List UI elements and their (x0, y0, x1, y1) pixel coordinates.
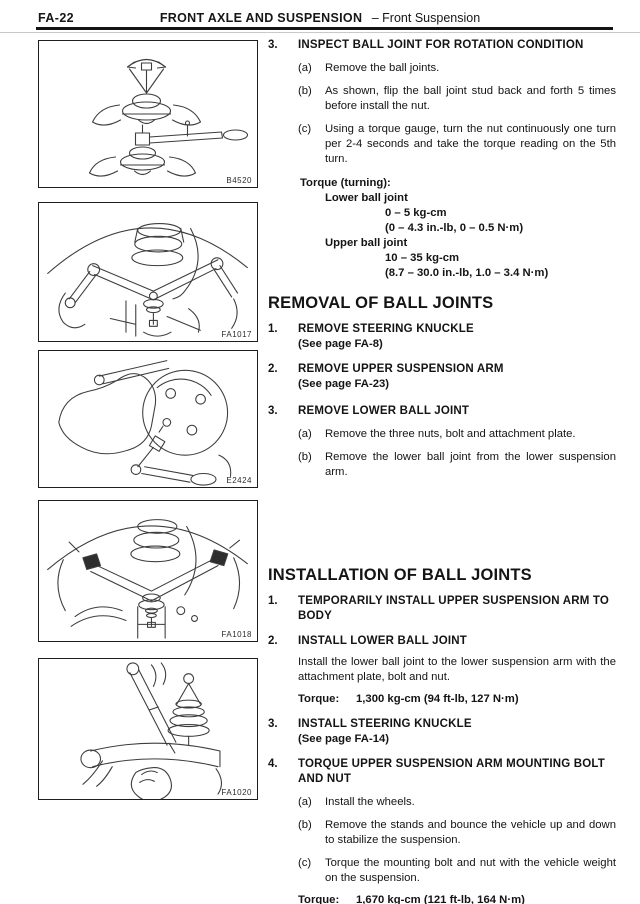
torque-value: 1,670 kg-cm (121 ft-lb, 164 N·m) (356, 894, 525, 904)
figure-code: FA1018 (221, 630, 252, 639)
substep: (b) Remove the stands and bounce the veh… (298, 818, 616, 848)
figure-code: FA1017 (221, 330, 252, 339)
upper-suspension-arm-removal-illustration (47, 223, 248, 337)
step-title: INSTALL STEERING KNUCKLE (298, 718, 472, 730)
torque-label: Torque: (298, 894, 340, 904)
substep-text: Install the wheels. (325, 796, 415, 808)
substep-text: Remove the lower ball joint from the low… (325, 451, 616, 478)
step-number: 1. (268, 595, 278, 607)
torque-label: Torque: (298, 693, 340, 705)
step-number: 4. (268, 758, 278, 770)
ball-joint-flip-illustration (88, 58, 249, 177)
substep-label: (c) (298, 123, 312, 135)
page-number: FA-22 (38, 11, 75, 25)
substep-text: Remove the three nuts, bolt and attachme… (325, 428, 576, 440)
substep-text: Remove the ball joints. (325, 62, 440, 74)
substep-label: (b) (298, 85, 312, 97)
removal-step-heading: 3. REMOVE LOWER BALL JOINT (268, 404, 616, 419)
removal-section-heading: REMOVAL OF BALL JOINTS (268, 294, 494, 312)
substep: (b) As shown, flip the ball joint stud b… (298, 84, 616, 114)
torque-line: Torque: 1,300 kg-cm (94 ft-lb, 127 N·m) (298, 692, 616, 707)
substep-label: (b) (298, 819, 312, 831)
installation-section-heading: INSTALLATION OF BALL JOINTS (268, 566, 532, 584)
substep: (a) Remove the ball joints. (298, 61, 616, 76)
header-rule-shadow (0, 32, 640, 33)
step-number: 2. (268, 635, 278, 647)
page-reference: (See page FA-8) (298, 338, 383, 350)
substep: (c) Using a torque gauge, turn the nut c… (298, 122, 616, 167)
step-title: REMOVE STEERING KNUCKLE (298, 323, 474, 335)
text-column: 3. INSPECT BALL JOINT FOR ROTATION CONDI… (268, 38, 616, 904)
torque-spec-imperial: (8.7 – 30.0 in.-lb, 1.0 – 3.4 N·m) (385, 267, 549, 279)
substep-text: Torque the mounting bolt and nut with th… (325, 857, 616, 884)
substep-label: (a) (298, 428, 312, 440)
page-reference: (See page FA-23) (298, 378, 390, 390)
figure-code: B4520 (226, 176, 252, 185)
step-title: INSTALL LOWER BALL JOINT (298, 635, 467, 647)
torque-spec-metric: 0 – 5 kg-cm (385, 207, 447, 219)
installation-step-heading: 1. TEMPORARILY INSTALL UPPER SUSPENSION … (268, 594, 616, 624)
torque-spec-name: Lower ball joint (325, 192, 408, 204)
header-rule (36, 27, 613, 30)
substep: (a) Remove the three nuts, bolt and atta… (298, 427, 616, 442)
substep-text: Remove the stands and bounce the vehicle… (325, 819, 616, 846)
torque-spec-metric: 10 – 35 kg-cm (385, 252, 460, 264)
substep-label: (a) (298, 796, 312, 808)
step-number: 1. (268, 323, 278, 335)
torque-turning-label: Torque (turning): (300, 177, 391, 189)
installation-step-heading: 3. INSTALL STEERING KNUCKLE (268, 717, 616, 732)
step-body-text: Install the lower ball joint to the lowe… (298, 656, 616, 683)
step-number: 3. (268, 39, 278, 51)
figure-box-torque-mounting-bolt: FA1020 (38, 658, 258, 800)
lower-ball-joint-removal-illustration (58, 360, 232, 486)
header-subsection-title: – Front Suspension (371, 11, 481, 25)
substep: (b) Remove the lower ball joint from the… (298, 450, 616, 480)
substep: (c) Torque the mounting bolt and nut wit… (298, 856, 616, 886)
step-title: REMOVE LOWER BALL JOINT (298, 405, 470, 417)
substep-label: (a) (298, 62, 312, 74)
step-number: 3. (268, 718, 278, 730)
installation-step-heading: 2. INSTALL LOWER BALL JOINT (268, 634, 616, 649)
substep-text: Using a torque gauge, turn the nut conti… (325, 123, 616, 165)
installation-step-heading: 4. TORQUE UPPER SUSPENSION ARM MOUNTING … (268, 757, 616, 787)
substep: (a) Install the wheels. (298, 795, 616, 810)
step-title: TORQUE UPPER SUSPENSION ARM MOUNTING BOL… (298, 758, 606, 785)
figure-code: FA1020 (221, 788, 252, 797)
torque-spec-name: Upper ball joint (325, 237, 408, 249)
step-title: TEMPORARILY INSTALL UPPER SUSPENSION ARM… (298, 595, 610, 622)
figure-box-lower-ball-joint-removal: E2424 (38, 350, 258, 488)
upper-suspension-arm-installation-illustration (47, 519, 248, 639)
page-reference: (See page FA-14) (298, 733, 390, 745)
torque-line: Torque: 1,670 kg-cm (121 ft-lb, 164 N·m) (298, 893, 616, 904)
figure-box-upper-arm-removal: FA1017 (38, 202, 258, 342)
torque-spec-imperial: (0 – 4.3 in.-lb, 0 – 0.5 N·m) (385, 222, 524, 234)
substep-text: As shown, flip the ball joint stud back … (325, 85, 616, 112)
figure-box-ball-joint-rotation: B4520 (38, 40, 258, 188)
torque-value: 1,300 kg-cm (94 ft-lb, 127 N·m) (356, 693, 519, 705)
removal-step-heading: 1. REMOVE STEERING KNUCKLE (268, 322, 616, 337)
substep-label: (c) (298, 857, 312, 869)
torque-wrench-mounting-bolt-illustration (80, 662, 222, 799)
step-number: 3. (268, 405, 278, 417)
substep-label: (b) (298, 451, 312, 463)
step-number: 2. (268, 363, 278, 375)
figure-code: E2424 (226, 476, 252, 485)
step-title: REMOVE UPPER SUSPENSION ARM (298, 363, 504, 375)
figure-box-upper-arm-installation: FA1018 (38, 500, 258, 642)
step-title: INSPECT BALL JOINT FOR ROTATION CONDITIO… (298, 39, 584, 51)
page-header-title: FRONT AXLE AND SUSPENSION – Front Suspen… (0, 11, 640, 25)
removal-step-heading: 2. REMOVE UPPER SUSPENSION ARM (268, 362, 616, 377)
inspect-step-heading: 3. INSPECT BALL JOINT FOR ROTATION CONDI… (268, 38, 616, 53)
header-section-title: FRONT AXLE AND SUSPENSION (159, 11, 363, 25)
